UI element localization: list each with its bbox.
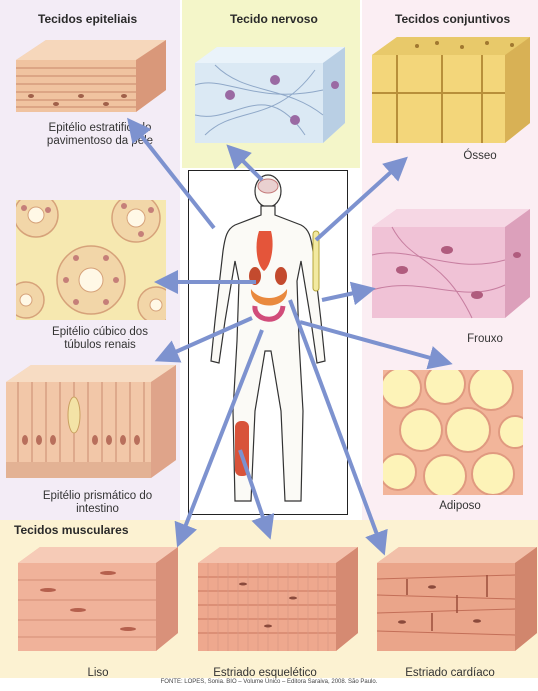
skin-epithelium-illustration [16, 40, 166, 115]
nervous-heading: Tecido nervoso [230, 12, 318, 26]
body-outline-box [188, 170, 348, 515]
bone-tissue-illustration [372, 35, 530, 145]
connective-heading: Tecidos conjuntivos [395, 12, 510, 26]
bone-tissue-label: Ósseo [455, 150, 505, 163]
loose-connective-label: Frouxo [460, 333, 510, 346]
intestine-epithelium-illustration [6, 360, 176, 480]
epithelial-heading: Tecidos epiteliais [38, 12, 137, 26]
skeletal-muscle-illustration [198, 545, 358, 653]
adipose-tissue-illustration [383, 370, 523, 495]
adipose-tissue-label: Adiposo [430, 500, 490, 513]
cardiac-muscle-illustration [377, 545, 537, 653]
intestine-epithelium-label: Epitélio prismático do intestino [35, 490, 160, 516]
skin-epithelium-label: Epitélio estratificado pavimentoso da pe… [45, 122, 155, 148]
source-footer: FONTE: LOPES, Sonia. BIO – Volume Único … [0, 679, 538, 685]
muscular-heading: Tecidos musculares [14, 523, 129, 537]
smooth-muscle-illustration [18, 545, 178, 653]
kidney-epithelium-label: Epitélio cúbico dos túbulos renais [40, 326, 160, 352]
loose-connective-illustration [372, 205, 530, 320]
nervous-tissue-illustration [195, 45, 345, 145]
human-body-figure [189, 171, 346, 513]
kidney-epithelium-illustration [16, 200, 166, 320]
